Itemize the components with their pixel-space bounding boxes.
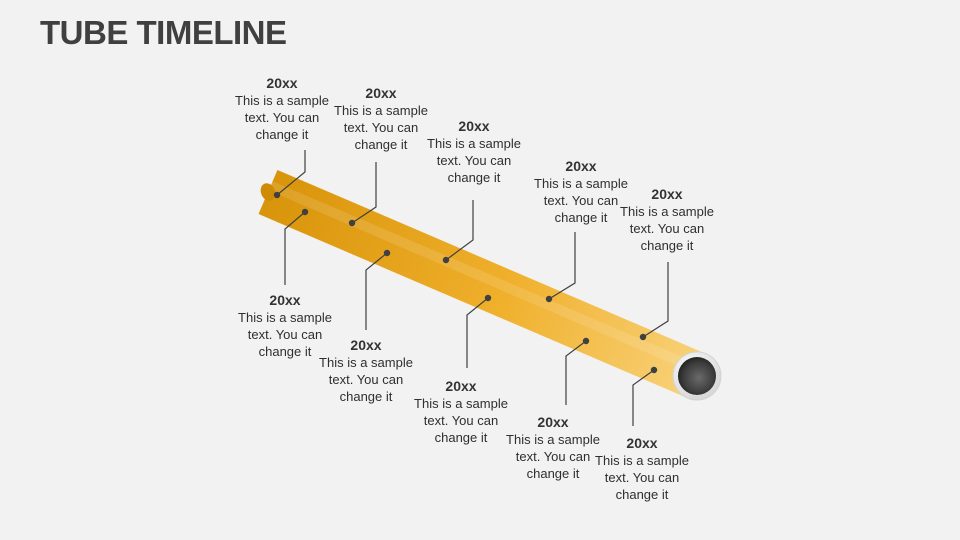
milestone-text: This is a sample text. You can change it [334,103,428,152]
leader-line-7 [365,252,388,330]
milestone-text: This is a sample text. You can change it [506,432,600,481]
milestone-year: 20xx [365,85,397,101]
milestone-label-4: 20xx This is a sample text. You can chan… [526,157,636,226]
milestone-label-5: 20xx This is a sample text. You can chan… [612,185,722,254]
milestone-dot [442,256,450,264]
milestone-text: This is a sample text. You can change it [235,93,329,142]
leader-line-2 [351,162,377,224]
milestone-dot [582,337,590,345]
milestone-label-8: 20xx This is a sample text. You can chan… [406,377,516,446]
tube [258,169,722,401]
leader-line-9 [565,340,587,405]
leader-lines [276,150,669,426]
milestone-dot [301,208,309,216]
leader-line-8 [466,297,489,368]
milestone-year: 20xx [626,435,658,451]
milestone-year: 20xx [565,158,597,174]
milestone-label-9: 20xx This is a sample text. You can chan… [498,413,608,482]
leader-line-10 [632,369,655,426]
milestone-dot [650,366,658,374]
milestone-dot [348,219,356,227]
milestone-dot [639,333,647,341]
tube-opening [678,357,716,395]
milestone-year: 20xx [458,118,490,134]
leader-line-5 [642,262,669,338]
milestone-dot [545,295,553,303]
milestone-label-1: 20xx This is a sample text. You can chan… [227,74,337,143]
leader-line-1 [276,150,306,196]
milestone-text: This is a sample text. You can change it [620,204,714,253]
milestone-year: 20xx [651,186,683,202]
milestone-text: This is a sample text. You can change it [319,355,413,404]
leader-line-3 [445,200,474,261]
milestone-dots [273,191,658,374]
milestone-year: 20xx [445,378,477,394]
milestone-label-10: 20xx This is a sample text. You can chan… [587,434,697,503]
milestone-label-2: 20xx This is a sample text. You can chan… [326,84,436,153]
milestone-text: This is a sample text. You can change it [595,453,689,502]
leader-line-6 [284,211,306,285]
milestone-dot [273,191,281,199]
milestone-label-7: 20xx This is a sample text. You can chan… [311,336,421,405]
milestone-year: 20xx [266,75,298,91]
page-title: TUBE TIMELINE [40,14,287,51]
milestone-year: 20xx [269,292,301,308]
milestone-text: This is a sample text. You can change it [534,176,628,225]
milestone-dot [484,294,492,302]
milestone-dot [383,249,391,257]
milestone-label-6: 20xx This is a sample text. You can chan… [230,291,340,360]
milestone-text: This is a sample text. You can change it [414,396,508,445]
milestone-year: 20xx [537,414,569,430]
milestone-text: This is a sample text. You can change it [238,310,332,359]
leader-line-4 [548,232,576,300]
milestone-year: 20xx [350,337,382,353]
milestone-text: This is a sample text. You can change it [427,136,521,185]
milestone-label-3: 20xx This is a sample text. You can chan… [419,117,529,186]
